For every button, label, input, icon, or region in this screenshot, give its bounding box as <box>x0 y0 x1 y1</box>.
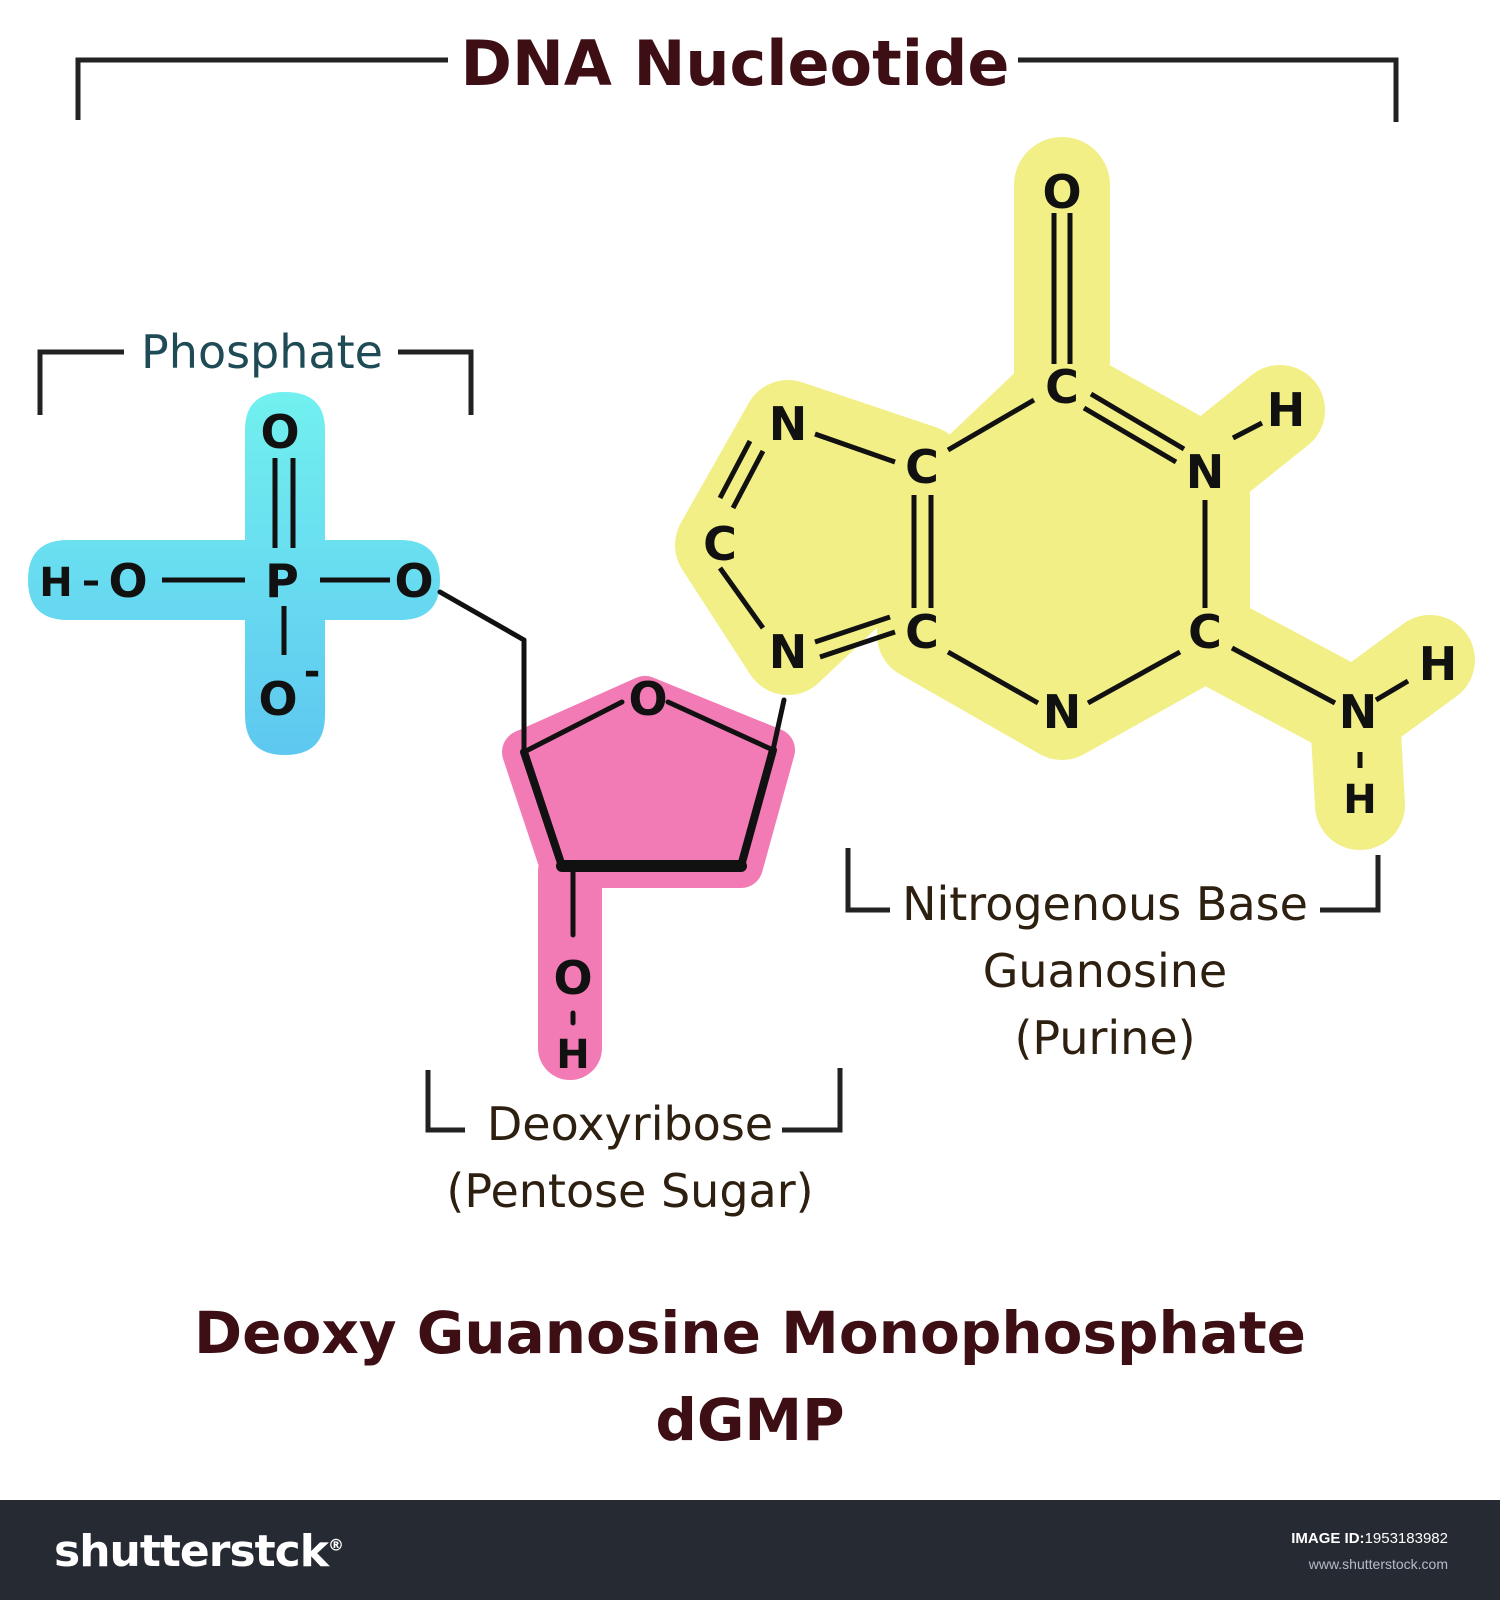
atom-n7: N <box>769 397 808 451</box>
phosphate-highlight <box>28 392 440 755</box>
atom-h-amine-right: H <box>1419 637 1458 691</box>
sugar-bonds <box>437 589 787 1026</box>
base-label-line3: (Purine) <box>1014 1011 1195 1065</box>
phosphate-atoms: O H O P O O - <box>39 405 433 726</box>
charge-minus: - <box>304 649 321 695</box>
base-label-line2: Guanosine <box>983 944 1228 998</box>
image-id-value: 1953183982 <box>1364 1530 1448 1547</box>
atom-h-hydroxyl: H <box>556 1032 589 1078</box>
atom-c5: C <box>905 440 939 494</box>
base-bracket-left <box>845 848 890 913</box>
site-url[interactable]: www.shutterstock.com <box>1308 1556 1448 1572</box>
atom-o-hydroxyl: O <box>553 951 592 1005</box>
atom-n-amine: N <box>1339 685 1378 739</box>
title-bracket-right <box>1018 57 1399 122</box>
sugar-oh-highlight <box>538 840 602 1080</box>
image-id: IMAGE ID:1953183982 <box>1291 1530 1448 1547</box>
compound-abbreviation: dGMP <box>655 1386 844 1454</box>
atom-n1: N <box>1186 445 1225 499</box>
phosphate-bonds <box>84 458 390 655</box>
atom-h-phosphate: H <box>39 560 72 606</box>
atom-h-n1: H <box>1267 383 1306 437</box>
base-label-line1: Nitrogenous Base <box>902 877 1308 931</box>
brand-text: shutterstck <box>54 1526 329 1577</box>
atom-c6: C <box>1045 360 1079 414</box>
atom-h-amine-bottom: H <box>1343 777 1376 823</box>
base-nh-highlight <box>1160 365 1325 515</box>
base-bonds <box>717 213 1410 768</box>
dgmp-diagram: DNA Nucleotide Phosphate <box>28 27 1475 1454</box>
atom-c2: C <box>1188 605 1222 659</box>
sugar-bracket-left <box>425 1070 465 1133</box>
title-bracket-left <box>75 57 448 120</box>
phosphate-bracket-right <box>398 349 474 415</box>
atom-n9: N <box>769 625 808 679</box>
image-id-label: IMAGE ID: <box>1291 1530 1365 1547</box>
phosphate-bracket-left <box>37 349 124 415</box>
compound-name: Deoxy Guanosine Monophosphate <box>194 1299 1306 1367</box>
atom-o-phosphate-right: O <box>394 554 433 608</box>
sugar-atoms: O O H <box>553 672 667 1078</box>
atom-o-phosphate-left: O <box>108 554 147 608</box>
atom-c4: C <box>905 605 939 659</box>
base-bracket-right <box>1320 855 1381 913</box>
sugar-label-line1: Deoxyribose <box>487 1097 773 1151</box>
registered-mark: ® <box>328 1535 344 1555</box>
atom-o-phosphate-bottom: O <box>258 672 297 726</box>
base-atoms: O C N H C N C C N C N N H H <box>703 165 1457 823</box>
atom-o-carbonyl: O <box>1042 165 1081 219</box>
diagram-title: DNA Nucleotide <box>461 27 1010 100</box>
sugar-bracket-right <box>782 1068 843 1133</box>
atom-o-phosphate-top: O <box>260 405 299 459</box>
atom-p-phosphorus: P <box>265 554 299 608</box>
watermark-footer-bar: shutterstck® IMAGE ID:1953183982 www.shu… <box>0 1500 1500 1600</box>
phosphate-label: Phosphate <box>141 325 383 379</box>
shutterstock-logo: shutterstck® <box>54 1526 344 1577</box>
atom-o-ring: O <box>628 672 667 726</box>
atom-c8: C <box>703 517 737 571</box>
sugar-label-line2: (Pentose Sugar) <box>446 1164 813 1218</box>
atom-n3: N <box>1043 685 1082 739</box>
